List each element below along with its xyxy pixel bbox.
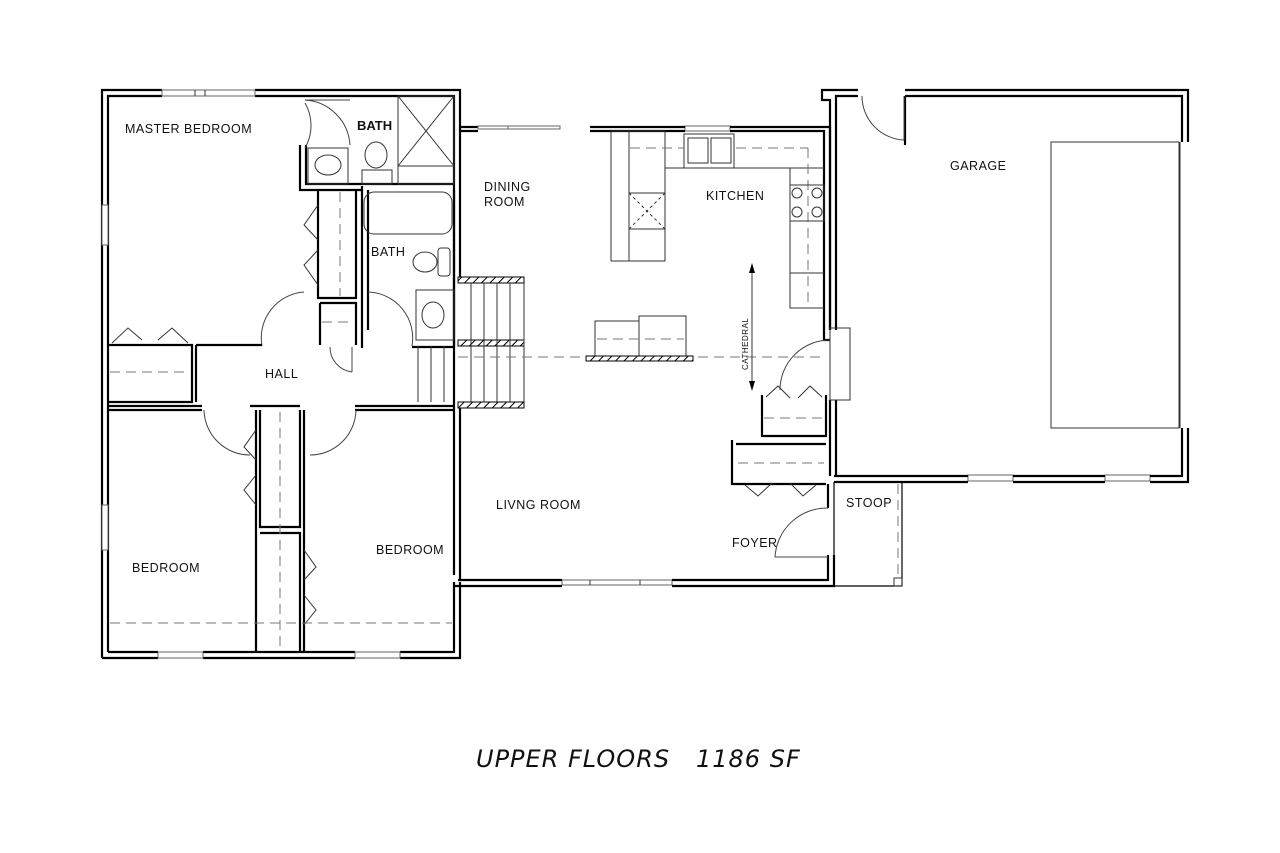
windows <box>101 89 1151 659</box>
room-label-bedroom-right: BEDROOM <box>376 543 444 557</box>
room-label-hall-bath: BATH <box>371 245 405 259</box>
kitchen-island <box>610 130 666 262</box>
bathtub <box>363 191 453 235</box>
room-label-living-room: LIVNG ROOM <box>496 498 581 512</box>
foyer-closets <box>730 327 851 558</box>
kitchen-fixtures <box>585 130 825 391</box>
cooktop-vent <box>628 192 666 230</box>
room-label-bedroom-left: BEDROOM <box>132 561 200 575</box>
kitchen-sink <box>683 133 735 169</box>
room-label-master-bedroom: MASTER BEDROOM <box>125 122 252 136</box>
room-label-master-bath: BATH <box>357 118 392 133</box>
garage-walls <box>820 88 1190 484</box>
range <box>789 184 825 222</box>
stoop <box>833 482 903 587</box>
master-bath <box>298 95 455 192</box>
hall-and-bedroom-walls <box>108 404 454 652</box>
room-label-stoop: STOOP <box>846 496 892 510</box>
room-label-hall: HALL <box>265 367 298 381</box>
master-closet <box>108 327 454 404</box>
room-label-kitchen: KITCHEN <box>706 189 764 203</box>
room-label-dining-line1: DINING <box>484 180 531 194</box>
garage-door-outline <box>1050 141 1180 429</box>
room-label-garage: GARAGE <box>950 159 1007 173</box>
closets-hall-bath <box>260 190 456 373</box>
room-label-foyer: FOYER <box>732 536 778 550</box>
annotation-cathedral: CATHEDRAL <box>741 318 750 370</box>
stairs <box>417 276 826 409</box>
exterior-walls-left-wing <box>100 88 462 660</box>
plan-caption: UPPER FLOORS 1186 SF <box>476 745 801 773</box>
room-label-dining-line2: ROOM <box>484 195 525 209</box>
